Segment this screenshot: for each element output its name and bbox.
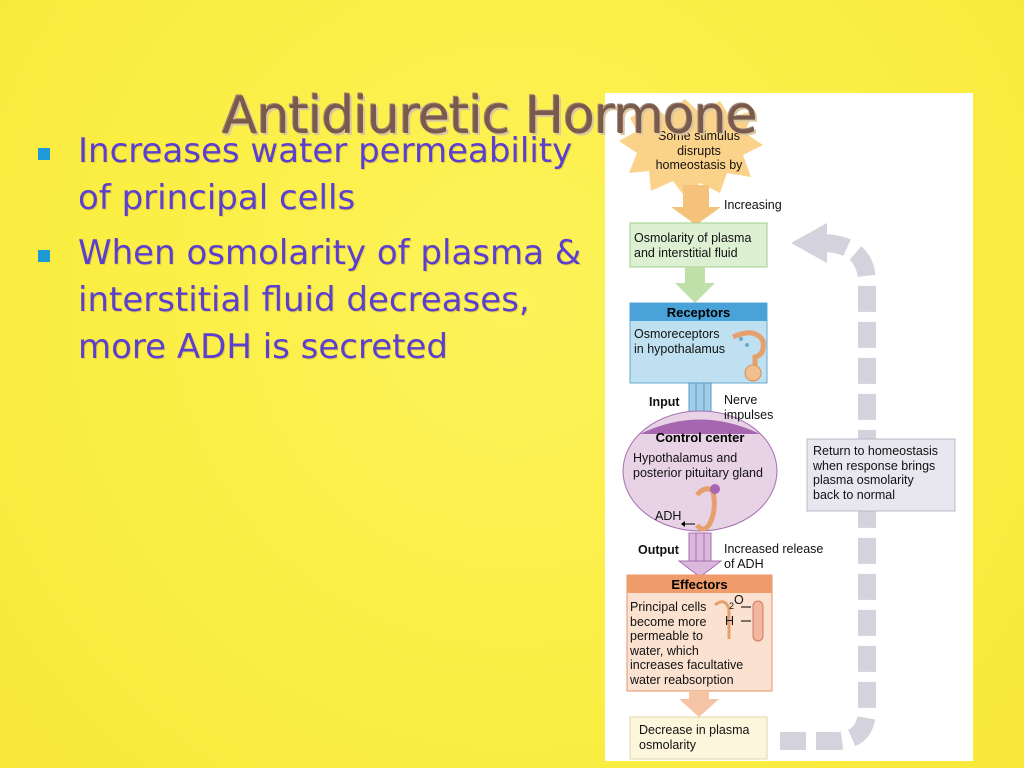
arrow-shaft (683, 185, 709, 209)
effectors-text: Principal cells become more permeable to… (630, 600, 744, 687)
effectors-header-bar (627, 575, 772, 593)
bullet-list: Increases water permeability of principa… (38, 128, 608, 379)
response-box (629, 716, 768, 760)
arrow-shaft (685, 267, 705, 285)
bullet-item: When osmolarity of plasma & interstitial… (38, 230, 608, 371)
bullet-text: Increases water permeability of principa… (78, 131, 573, 218)
response-text: Decrease in plasma osmolarity (639, 723, 750, 752)
h2o-h-label: H (725, 614, 735, 628)
output-label: Output (638, 543, 679, 557)
arrow-head (679, 699, 719, 717)
effectors-header: Effectors (671, 577, 728, 592)
nerve-impulses-label: Nerve impulses (724, 393, 774, 422)
input-label: Input (649, 395, 680, 409)
control-center-oval (622, 410, 778, 532)
water-dot (745, 343, 749, 347)
stimulus-starburst (619, 99, 763, 197)
return-homeostasis-box (806, 438, 956, 512)
increasing-label: Increasing (724, 198, 782, 212)
arrow-shaft (689, 691, 709, 701)
receptors-header-bar (630, 303, 767, 321)
diagram-graphics (619, 99, 956, 760)
control-center-text: Hypothalamus and posterior pituitary gla… (633, 451, 763, 480)
bullet-square-icon (38, 148, 50, 160)
control-center-header: Control center (655, 430, 745, 445)
receptors-header: Receptors (666, 305, 731, 320)
bullet-text: When osmolarity of plasma & interstitial… (78, 233, 582, 367)
osmoreceptor-neuron-icon (731, 330, 766, 371)
return-arrowhead (791, 223, 827, 263)
arrow-head (671, 207, 721, 225)
stimulus-text: Some stimulus disrupts homeostasis by (655, 129, 743, 172)
receptors-text: Osmoreceptors in hypothalamus (634, 327, 726, 356)
pituitary-gland-icon (695, 486, 717, 532)
adh-label: ADH (655, 509, 682, 523)
tubule-icon (714, 600, 731, 639)
output-arrow-head (677, 560, 723, 578)
h2o-subscript-label: 2 (729, 601, 735, 611)
output-arrow (688, 532, 712, 564)
adh-feedback-diagram: Some stimulus disrupts homeostasis by In… (605, 93, 973, 761)
pituitary-cell-icon (710, 484, 720, 494)
controlled-condition-text: Osmolarity of plasma and interstitial fl… (634, 231, 752, 260)
effectors-box (626, 574, 773, 692)
bullet-item: Increases water permeability of principa… (38, 128, 608, 222)
collecting-duct-icon (752, 600, 764, 642)
adh-arrowhead-icon (681, 521, 685, 527)
increased-release-label: Increased release of ADH (724, 542, 824, 571)
return-to-homeostasis-text: Return to homeostasis when response brin… (813, 444, 939, 502)
h2o-o-label: O (734, 593, 744, 607)
arrow-head (675, 283, 715, 303)
bullet-square-icon (38, 250, 50, 262)
control-center-header-bar (640, 419, 760, 434)
slide-title: Antidiuretic Hormone (222, 86, 758, 146)
water-dot (739, 337, 743, 341)
neuron-cell-body (744, 364, 762, 382)
